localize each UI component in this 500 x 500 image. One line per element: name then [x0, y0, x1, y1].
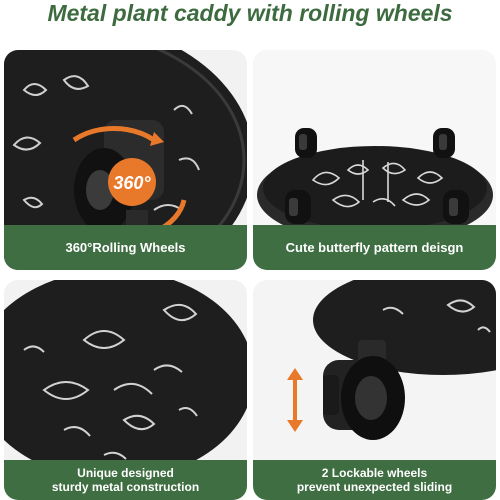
page-title: Metal plant caddy with rolling wheels — [47, 0, 453, 26]
panel-butterfly-pattern: Cute butterfly pattern deisgn — [253, 50, 496, 270]
caption-rolling-wheels: 360°Rolling Wheels — [4, 225, 247, 270]
wheel-lock-pedal — [323, 375, 339, 415]
caption-line: 360°Rolling Wheels — [65, 240, 186, 255]
caddy-plate — [4, 280, 247, 480]
caption-line: sturdy metal construction — [51, 480, 200, 494]
badge-360-circle — [108, 158, 156, 206]
caption-line: Unique designed — [77, 466, 174, 480]
caption-line: 2 Lockable wheels — [321, 466, 428, 480]
panel-rolling-wheels: 360° 360°Rolling Wheels — [4, 50, 247, 270]
panel-metal-construction: Unique designed sturdy metal constructio… — [4, 280, 247, 500]
panel-lockable-wheels: 2 Lockable wheels prevent unexpected sli… — [253, 280, 496, 500]
caption-butterfly-pattern: Cute butterfly pattern deisgn — [253, 225, 496, 270]
rotation-arrow-top — [72, 126, 156, 143]
caption-metal-construction: Unique designed sturdy metal constructio… — [4, 460, 247, 500]
caption-line: prevent unexpected sliding — [296, 480, 453, 494]
badge-360-text: 360° — [113, 173, 151, 193]
caddy-plate — [263, 146, 487, 230]
caption-line: Cute butterfly pattern deisgn — [285, 240, 464, 255]
caption-lockable-wheels: 2 Lockable wheels prevent unexpected sli… — [253, 460, 496, 500]
